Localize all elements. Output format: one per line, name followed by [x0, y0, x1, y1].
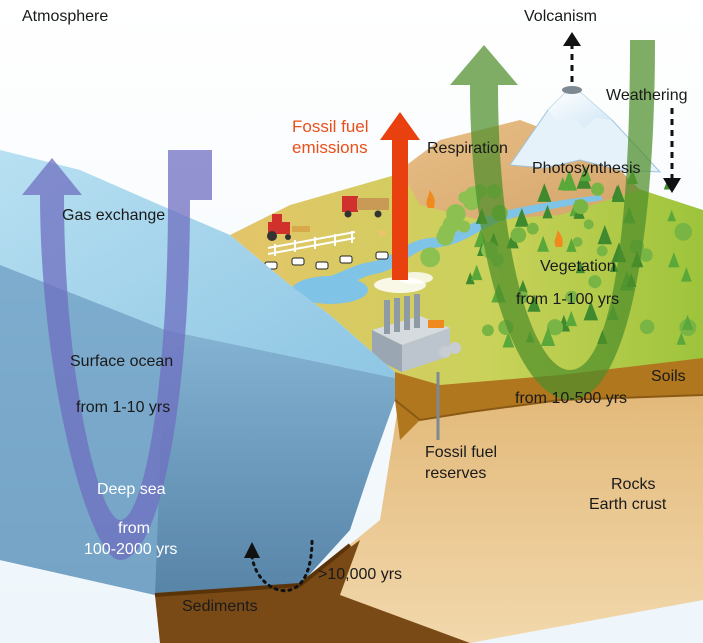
deep-sea-time-label-line2: 100-2000 yrs [84, 541, 178, 558]
earth-crust [155, 385, 703, 643]
tree-icon [566, 238, 577, 252]
tree-icon [667, 209, 676, 222]
river [300, 195, 603, 296]
tree-icon [537, 183, 552, 202]
surface-ocean-time-label: from 1-10 yrs [76, 399, 171, 416]
gas-exchange-label: Gas exchange [62, 207, 166, 224]
tree-icon [580, 166, 592, 182]
fossil-fuel-reserves-label-line1: Fossil fuel [425, 444, 498, 461]
tree-icon [446, 204, 466, 224]
tree-icon [583, 219, 594, 230]
tree-icon [597, 225, 613, 245]
tree-icon [514, 208, 529, 227]
vegetation-label: Vegetation [540, 258, 616, 275]
tree-icon [420, 247, 441, 268]
tree-icon [681, 314, 694, 331]
rocks-label-line2: Earth crust [589, 496, 667, 513]
tree-icon [572, 236, 583, 247]
tree-icon [527, 294, 541, 312]
tree-icon [502, 332, 515, 348]
fence [267, 231, 356, 256]
respiration-label: Respiration [427, 140, 508, 157]
tree-icon [591, 182, 605, 196]
sediment-layer [155, 540, 470, 643]
tree-icon [542, 204, 553, 219]
rocks-label-line1: Rocks [611, 476, 656, 493]
sediment-top [154, 543, 352, 597]
surface-ocean-label: Surface ocean [70, 353, 174, 370]
tree-icon [465, 272, 475, 285]
sediments-label: Sediments [182, 598, 258, 615]
tree-icon [565, 310, 578, 327]
tree-icon [458, 220, 471, 233]
soils-time-label: from 10-500 yrs [515, 390, 628, 407]
tree-icon [537, 235, 550, 252]
tree-icon [482, 324, 494, 337]
tree-icon [573, 199, 589, 215]
tree-icon [526, 222, 539, 235]
factory [372, 272, 461, 372]
tree-icon [575, 260, 585, 274]
tree-icon [596, 245, 608, 257]
ocean-surface [0, 150, 395, 378]
tractor [267, 214, 310, 241]
tree-icon [540, 327, 556, 347]
fire-icon [554, 230, 563, 247]
tree-icon [583, 301, 599, 321]
volcano-snow [548, 92, 612, 128]
volcano-crater [562, 86, 582, 94]
fire-icon [426, 190, 435, 208]
tree-icon [565, 290, 578, 304]
volcanism-arrowhead [563, 32, 581, 46]
land-exchange-arrow [450, 40, 655, 400]
sediments-time-label: >10,000 yrs [318, 566, 403, 583]
tree-icon [510, 227, 527, 243]
lake [292, 276, 368, 304]
volcanism-label: Volcanism [524, 8, 597, 25]
ocean-exchange-arrow [22, 150, 212, 560]
fossil-fuel-reserves-label-line2: reserves [425, 465, 487, 482]
deep-sea-label: Deep sea [97, 481, 166, 498]
tree-icon [557, 176, 568, 191]
tree-icon [609, 260, 619, 273]
truck [342, 196, 389, 218]
tree-icon [668, 252, 680, 268]
fossil-fuel-emission-arrow [380, 112, 420, 280]
soil-edge [394, 394, 703, 422]
atmosphere-label: Atmosphere [22, 8, 109, 25]
weathering-arrowhead [663, 178, 681, 193]
tree-icon [588, 275, 602, 289]
tree-icon [639, 248, 653, 262]
soils-label: Soils [651, 368, 686, 385]
weathering-label: Weathering [606, 87, 688, 104]
deep-sea-time-label-line1: from [118, 520, 150, 537]
tree-icon [518, 279, 528, 293]
tree-icon [546, 319, 564, 336]
tree-icon [639, 319, 655, 335]
vegetation-time-label: from 1-100 yrs [516, 291, 620, 308]
sediment-cycle-arrowhead [244, 542, 260, 558]
tree-icon [611, 184, 625, 202]
tree-icon [676, 332, 686, 345]
tree-icon [680, 267, 692, 282]
photosynthesis-label: Photosynthesis [532, 160, 641, 177]
tree-icon [674, 222, 693, 241]
fossil-fuel-emissions-label-line1: Fossil fuel [292, 117, 369, 136]
tree-icon [470, 264, 483, 281]
fossil-fuel-emissions-label-line2: emissions [292, 138, 368, 157]
sediment-cycle-arrow [250, 538, 314, 593]
